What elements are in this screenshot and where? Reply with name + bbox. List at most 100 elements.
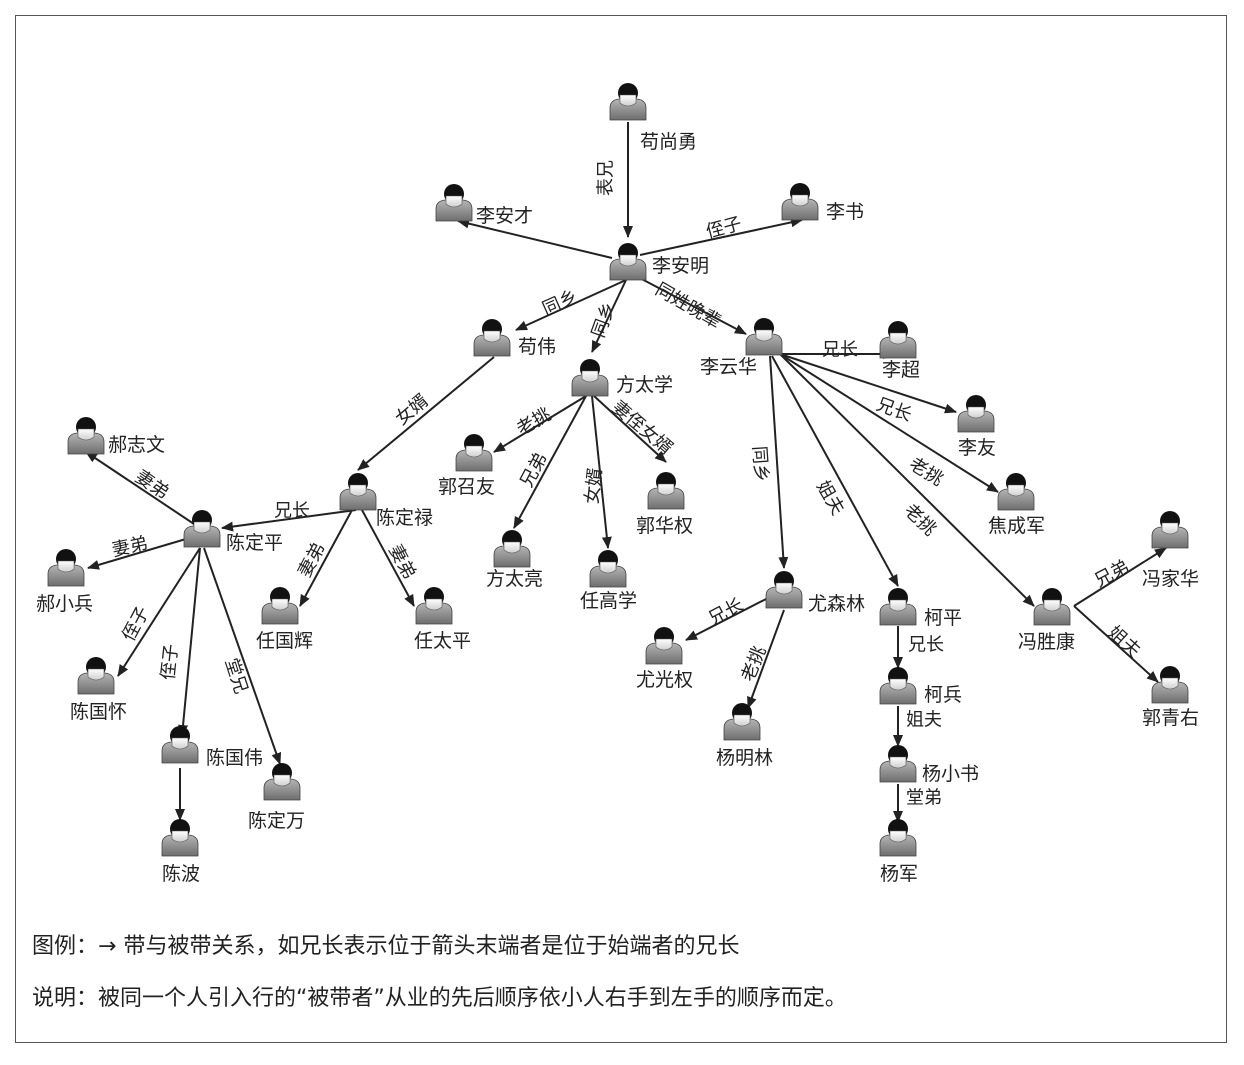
person-node: 李书 [781,183,864,223]
person-name: 郝志文 [108,434,165,456]
edge-arrow [591,395,612,549]
person-name: 陈国怀 [70,701,127,723]
person-node: 郭召友 [438,434,495,498]
person-node: 方太学 [571,359,673,397]
person-name: 郭青右 [1142,707,1199,729]
person-node: 陈定平 [183,510,283,554]
person-icon [879,819,917,857]
person-node: 尤森林 [765,571,865,615]
person-node: 柯平 [879,588,962,629]
person-node: 杨明林 [716,703,773,769]
person-name: 李超 [882,359,920,381]
edge-arrow [361,509,415,607]
nodes-layer: 苟尚勇李安才李书李安明苟伟方太学李云华李超李友焦成军郝志文郭召友陈定禄陈定平郭华… [36,83,1199,885]
person-name: 焦成军 [988,515,1045,537]
person-node: 苟尚勇 [609,83,697,153]
person-node: 郝志文 [67,417,165,456]
person-icon [879,667,917,705]
edge-label: 兄长 [705,594,747,629]
person-name: 柯兵 [924,684,962,706]
person-name: 李云华 [700,356,757,378]
person-name: 苟尚勇 [640,131,697,153]
person-name: 陈国伟 [206,747,263,769]
edge-label: 姐夫 [1104,622,1145,662]
edge-arrow [117,547,201,677]
edge-arrow [769,355,789,569]
person-name: 陈定禄 [376,507,433,529]
person-name: 苟伟 [518,336,556,358]
edge-arrow [493,395,587,453]
edge-label: 女婿 [582,467,607,505]
edge-arrow [779,353,957,414]
person-icon [183,510,221,548]
person-icon [879,321,917,359]
edge-label: 兄长 [274,501,310,522]
edge-arrow [685,597,769,641]
edge-arrow [779,353,999,493]
person-icon [435,184,473,222]
edge-label: 堂兄 [220,656,251,697]
edge-label: 同乡 [588,299,620,340]
person-icon [67,417,105,455]
person-icon [609,243,647,281]
person-icon [161,726,199,764]
person-node: 冯胜康 [1018,588,1075,653]
person-icon [647,472,685,510]
person-node: 李云华 [700,318,783,378]
edge-label: 兄长 [873,394,914,426]
person-icon [723,703,761,741]
note-label: 说明： [32,986,99,1011]
person-name: 郭华权 [636,515,693,537]
edge-label: 侄子 [118,603,153,645]
edge-arrow [203,547,282,765]
person-node: 杨军 [879,819,918,885]
person-node: 陈国伟 [161,726,263,769]
edge-label: 同姓晚辈 [652,279,725,333]
person-node: 方太亮 [486,530,543,590]
person-node: 郭青右 [1142,666,1199,729]
edge-label: 妻弟 [110,533,150,561]
person-icon [879,745,917,783]
edge-arrow [513,395,587,529]
person-icon [493,530,531,568]
edge-arrow [635,275,747,335]
person-icon [997,473,1035,511]
person-name: 尤光权 [636,669,693,691]
person-node: 任国辉 [256,587,313,652]
edge-arrow [593,395,667,463]
person-name: 冯家华 [1142,568,1199,590]
person-node: 任太平 [414,587,471,652]
person-node: 陈波 [161,819,200,885]
person-icon [609,83,647,121]
edge-label: 侄子 [704,213,744,243]
person-name: 方太亮 [486,568,543,590]
edge-arrow [85,451,201,529]
person-node: 柯兵 [879,667,962,706]
person-icon [1151,666,1189,704]
edge-label: 女婿 [391,390,432,429]
edge-arrow [357,356,495,471]
person-icon [77,657,115,695]
person-name: 方太学 [616,374,673,396]
edge-label: 侄子 [158,643,183,681]
person-icon [339,473,377,511]
edge-label: 姐夫 [906,710,942,731]
person-node: 郭华权 [636,472,693,537]
person-node: 任高学 [580,550,637,612]
person-name: 任太平 [414,630,471,652]
person-name: 李友 [958,437,996,459]
person-icon [745,318,783,356]
edge-arrow [87,535,197,570]
edge-label: 同乡 [748,445,771,482]
person-icon [571,359,609,397]
person-node: 冯家华 [1142,511,1199,590]
person-icon [261,587,299,625]
edge-arrow [221,509,357,532]
person-name: 李安明 [652,255,709,277]
edge-label: 老挑 [513,404,555,440]
legend-text: → 带与被带关系，如兄长表示位于箭头末端者是位于始端者的兄长 [98,934,740,959]
legend-label: 图例： [32,934,99,959]
edge-arrow [457,218,613,259]
note-text: 被同一个人引入行的“被带者”从业的先后顺序依小人右手到左手的顺序而定。 [98,986,847,1011]
